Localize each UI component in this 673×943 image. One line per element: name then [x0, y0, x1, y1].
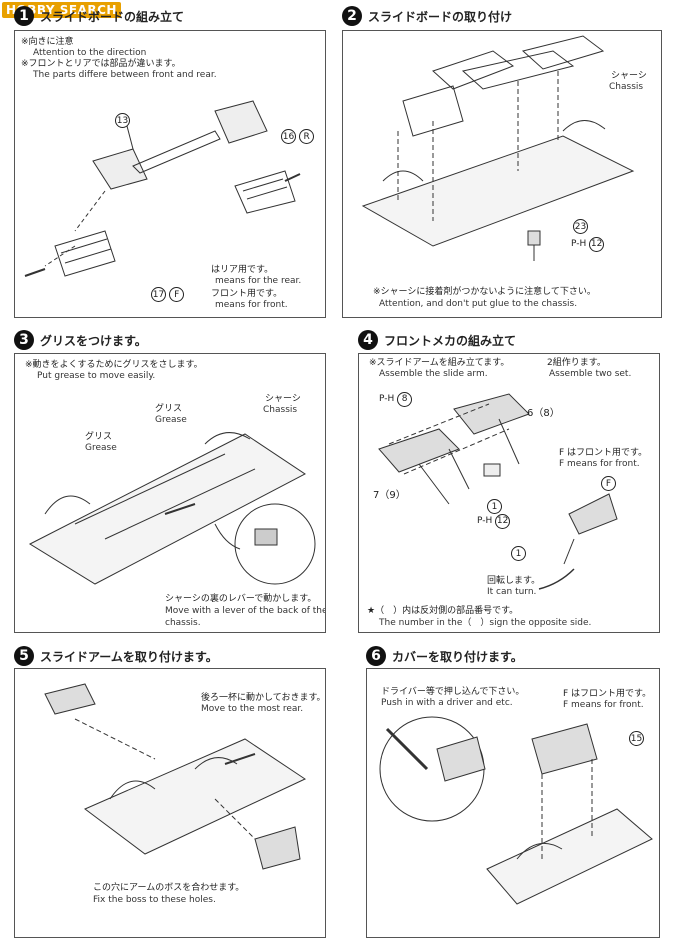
rear-note-en: Move to the most rear. [201, 704, 304, 714]
legend-front-en: means for front. [215, 300, 288, 310]
front-mark: F [601, 476, 616, 491]
part-15-label: 15 [629, 731, 644, 746]
lever-note-en-1: Move with a lever of the back of the [165, 606, 326, 616]
part-1b-label: 1 [511, 546, 526, 561]
part-6-8-label: 6（8） [527, 408, 560, 419]
ph-label: P-H [571, 239, 587, 249]
legend-rear-jp: はリア用です。 [211, 265, 274, 275]
front-note-en: F means for front. [559, 459, 640, 469]
lever-note-jp: シャーシの裏のレバーで動かします。 [165, 594, 317, 604]
step-2-title: スライドボードの取り付け [368, 9, 513, 24]
step-4-header: 4 フロントメカの組み立て [358, 330, 516, 350]
step-6-title: カバーを取り付けます。 [392, 649, 523, 664]
legend-rear-en: means for the rear. [215, 276, 302, 286]
grease-2-en: Grease [85, 443, 117, 453]
grease-1-jp: グリス [155, 404, 183, 414]
step-4-panel: ※スライドアームを組み立てます。 Assemble the slide arm.… [358, 353, 660, 633]
step-3-note-jp: ※動きをよくするためにグリスをさします。 [25, 360, 203, 370]
step-4-note-en: Assemble the slide arm. [379, 369, 488, 379]
step-1-note-2: Attention to the direction [33, 48, 147, 58]
step-6-header: 6 カバーを取り付けます。 [366, 646, 523, 666]
step-2-header: 2 スライドボードの取り付け [342, 6, 512, 26]
front-mark: F [169, 287, 185, 302]
part-1-label: 1 [487, 499, 502, 514]
two-set-en: Assemble two set. [549, 369, 632, 379]
step-6-panel: ドライバー等で押し込んで下さい。 Push in with a driver a… [366, 668, 660, 938]
step-2-illustration [361, 35, 635, 261]
step-3-header: 3 グリスをつけます。 [14, 330, 147, 350]
ph-12-label: 12 [589, 237, 605, 252]
step-1-note-3: ※フロントとリアでは部品が違います。 [21, 59, 181, 69]
step-1-panel: ※向きに注意 Attention to the direction ※フロントと… [14, 30, 326, 318]
step-1-note-1: ※向きに注意 [21, 37, 74, 47]
step-4-number: 4 [358, 330, 378, 350]
step-5-header: 5 スライドアームを取り付けます。 [14, 646, 218, 666]
step-3-illustration [28, 432, 316, 585]
step-4-title: フロントメカの組み立て [384, 333, 517, 348]
ph-label: P-H [379, 394, 395, 404]
step-1-title: スライドボードの組み立て [40, 9, 185, 24]
ph-8-label: 8 [397, 392, 413, 407]
grease-2-jp: グリス [85, 432, 113, 442]
step-5-illustration [44, 683, 307, 870]
step-2-number: 2 [342, 6, 362, 26]
step-2-panel: シャーシ Chassis 23 P-H 12 ※シャーシに接着剤がつかないように… [342, 30, 662, 318]
hole-note-jp: この穴にアームのボスを合わせます。 [93, 883, 245, 893]
step-3-note-en: Put grease to move easily. [37, 371, 156, 381]
step-3-title: グリスをつけます。 [40, 333, 147, 348]
part-23-label: 23 [573, 219, 588, 234]
lever-note-en-2: chassis. [165, 618, 201, 628]
part-13-label: 13 [115, 113, 130, 128]
step-1-illustration [24, 100, 301, 277]
chassis-label-en: Chassis [609, 82, 644, 92]
push-note-jp: ドライバー等で押し込んで下さい。 [381, 687, 525, 697]
step-1-header: 1 スライドボードの組み立て [14, 6, 184, 26]
star-note-jp: ★（ ）内は反対側の部品番号です。 [367, 606, 519, 616]
step-6-number: 6 [366, 646, 386, 666]
turn-note-jp: 回転します。 [487, 576, 541, 586]
step-4-illustration [378, 393, 618, 590]
step-2-note-jp: ※シャーシに接着剤がつかないように注意して下さい。 [373, 287, 596, 297]
front-note-en: F means for front. [563, 700, 644, 710]
rear-mark: R [299, 129, 315, 144]
turn-note-en: It can turn. [487, 587, 537, 597]
step-1-number: 1 [14, 6, 34, 26]
step-4-note-jp: ※スライドアームを組み立てます。 [369, 358, 510, 368]
front-note-jp: F はフロント用です。 [563, 689, 652, 699]
step-3-number: 3 [14, 330, 34, 350]
part-7-9-label: 7（9） [373, 490, 406, 501]
front-note-jp: F はフロント用です。 [559, 448, 648, 458]
ph-12-label: 12 [495, 514, 511, 529]
push-note-en: Push in with a driver and etc. [381, 698, 513, 708]
chassis-label-jp: シャーシ [265, 394, 301, 404]
step-5-title: スライドアームを取り付けます。 [40, 649, 218, 664]
part-17-label: 17 [151, 287, 166, 302]
step-6-illustration [379, 716, 653, 905]
grease-1-en: Grease [155, 415, 187, 425]
ph-label-2: P-H [477, 516, 493, 526]
step-5-panel: 後ろ一杯に動かしておきます。 Move to the most rear. この… [14, 668, 326, 938]
two-set-jp: 2組作ります。 [547, 358, 606, 368]
step-3-panel: ※動きをよくするためにグリスをさします。 Put grease to move … [14, 353, 326, 633]
step-5-number: 5 [14, 646, 34, 666]
chassis-label-jp: シャーシ [611, 71, 647, 81]
rear-note-jp: 後ろ一杯に動かしておきます。 [201, 693, 326, 703]
part-16-label: 16 [281, 129, 296, 144]
legend-front-jp: フロント用です。 [211, 289, 283, 299]
hole-note-en: Fix the boss to these holes. [93, 895, 216, 905]
step-2-note-en: Attention, and don't put glue to the cha… [379, 299, 578, 309]
chassis-label-en: Chassis [263, 405, 298, 415]
star-note-en: The number in the（ ）sign the opposite si… [379, 618, 592, 628]
step-1-note-4: The parts differe between front and rear… [33, 70, 217, 80]
